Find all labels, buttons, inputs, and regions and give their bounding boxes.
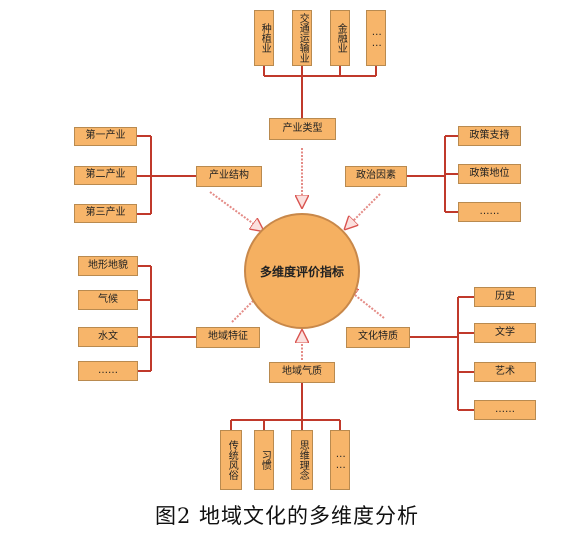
leaf-industry-type-3: 金融业 (330, 10, 350, 66)
leaf-culture-3: 艺术 (474, 362, 536, 382)
leaf-culture-1: 历史 (474, 287, 536, 307)
leaf-temperament-3: 思维理念 (291, 430, 313, 490)
leaf-geography-1: 地形地貌 (78, 256, 138, 276)
leaf-political-1: 政策支持 (458, 126, 521, 146)
leaf-industry-type-1: 种植业 (254, 10, 274, 66)
leaf-geography-2: 气候 (78, 290, 138, 310)
node-industry-structure: 产业结构 (196, 166, 262, 187)
arrow-upper-right (346, 193, 381, 228)
leaf-temperament-2: 习惯 (254, 430, 274, 490)
leaf-political-2: 政策地位 (458, 164, 521, 184)
leaf-temperament-1: 传统风俗 (220, 430, 242, 490)
leaf-political-3: …… (458, 202, 521, 222)
leaf-industry-type-2: 交通运输业 (292, 10, 312, 66)
center-node: 多维度评价指标 (244, 213, 360, 329)
leaf-industry-type-4: …… (366, 10, 386, 66)
figure-caption: 图2 地域文化的多维度分析 (154, 504, 420, 528)
leaf-culture-2: 文学 (474, 323, 536, 343)
node-geography: 地域特征 (196, 327, 260, 348)
node-political: 政治因素 (345, 166, 407, 187)
arrow-upper-left (209, 191, 262, 230)
connector-lines (137, 66, 474, 430)
leaf-geography-3: 水文 (78, 327, 138, 347)
leaf-geography-4: …… (78, 361, 138, 381)
leaf-industry-structure-1: 第一产业 (74, 127, 137, 146)
leaf-industry-structure-3: 第三产业 (74, 204, 137, 223)
leaf-industry-structure-2: 第二产业 (74, 166, 137, 185)
leaf-temperament-4: …… (330, 430, 350, 490)
node-temperament: 地域气质 (269, 362, 335, 383)
node-industry-type: 产业类型 (269, 118, 336, 140)
leaf-culture-4: …… (474, 400, 536, 420)
node-culture: 文化特质 (346, 327, 410, 348)
